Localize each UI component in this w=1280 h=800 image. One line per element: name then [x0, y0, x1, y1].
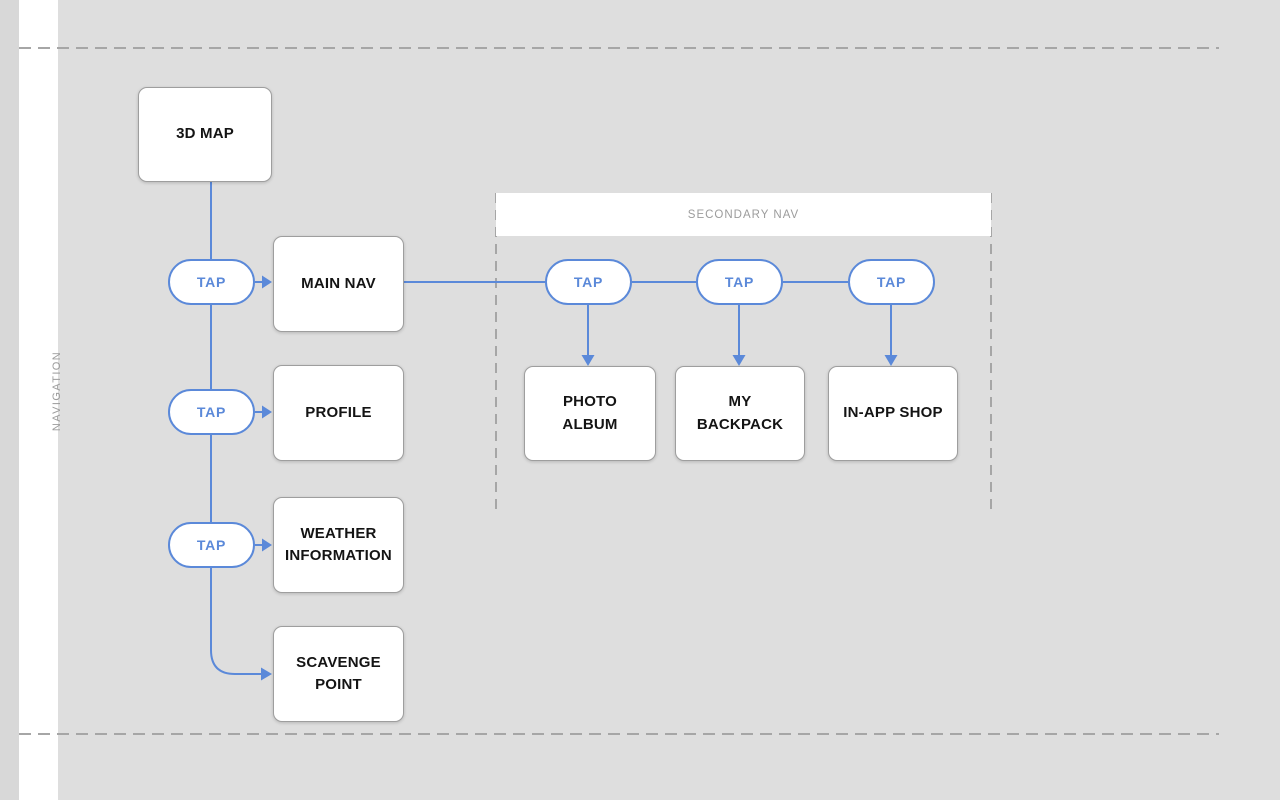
node-my-backpack[interactable]: MY BACKPACK — [675, 366, 805, 461]
arrowhead-profile — [262, 405, 272, 419]
node-photo-album[interactable]: PHOTO ALBUM — [524, 366, 656, 461]
tap-pill-label: TAP — [573, 274, 604, 290]
tap-pill-photo-album[interactable]: TAP — [545, 259, 632, 305]
node-weather-information-label: WEATHER INFORMATION — [285, 524, 392, 565]
node-weather-information[interactable]: WEATHER INFORMATION — [273, 497, 404, 593]
node-3d-map[interactable]: 3D MAP — [138, 87, 272, 182]
tap-pill-profile[interactable]: TAP — [168, 389, 255, 435]
node-3d-map-label: 3D MAP — [176, 125, 234, 143]
arrowhead-photoalbum — [581, 355, 595, 366]
arrowhead-weather — [262, 538, 272, 552]
secondary-nav-label: SECONDARY NAV — [687, 208, 800, 221]
secondary-nav-header: SECONDARY NAV — [496, 193, 991, 236]
navigation-section-label: NAVIGATION — [51, 350, 63, 432]
node-my-backpack-label: MY BACKPACK — [696, 393, 784, 433]
node-scavenge-point-label: SCAVENGE POINT — [296, 653, 381, 694]
node-main-nav-label: MAIN NAV — [301, 274, 376, 292]
tap-pill-weather[interactable]: TAP — [168, 522, 255, 568]
arrowhead-backpack — [732, 355, 746, 366]
node-photo-album-label: PHOTO ALBUM — [562, 393, 618, 433]
node-profile-label: PROFILE — [305, 403, 372, 421]
tap-pill-label: TAP — [196, 537, 227, 553]
arrowhead-mainnav — [262, 275, 272, 289]
arrowhead-shop — [884, 355, 898, 366]
node-main-nav[interactable]: MAIN NAV — [273, 236, 404, 332]
navigation-section-strip: NAVIGATION — [19, 0, 63, 800]
tap-pill-main-nav[interactable]: TAP — [168, 259, 255, 305]
tap-pill-label: TAP — [196, 404, 227, 420]
left-edge-gutter — [0, 0, 19, 800]
node-scavenge-point[interactable]: SCAVENGE POINT — [273, 626, 404, 722]
tap-pill-my-backpack[interactable]: TAP — [696, 259, 783, 305]
tap-pill-in-app-shop[interactable]: TAP — [848, 259, 935, 305]
node-in-app-shop-label: IN-APP SHOP — [843, 404, 943, 422]
tap-pill-label: TAP — [196, 274, 227, 290]
arrowhead-scavenge — [261, 667, 272, 681]
node-profile[interactable]: PROFILE — [273, 365, 404, 461]
tap-pill-label: TAP — [876, 274, 907, 290]
node-in-app-shop[interactable]: IN-APP SHOP — [828, 366, 958, 461]
tap-pill-label: TAP — [724, 274, 755, 290]
